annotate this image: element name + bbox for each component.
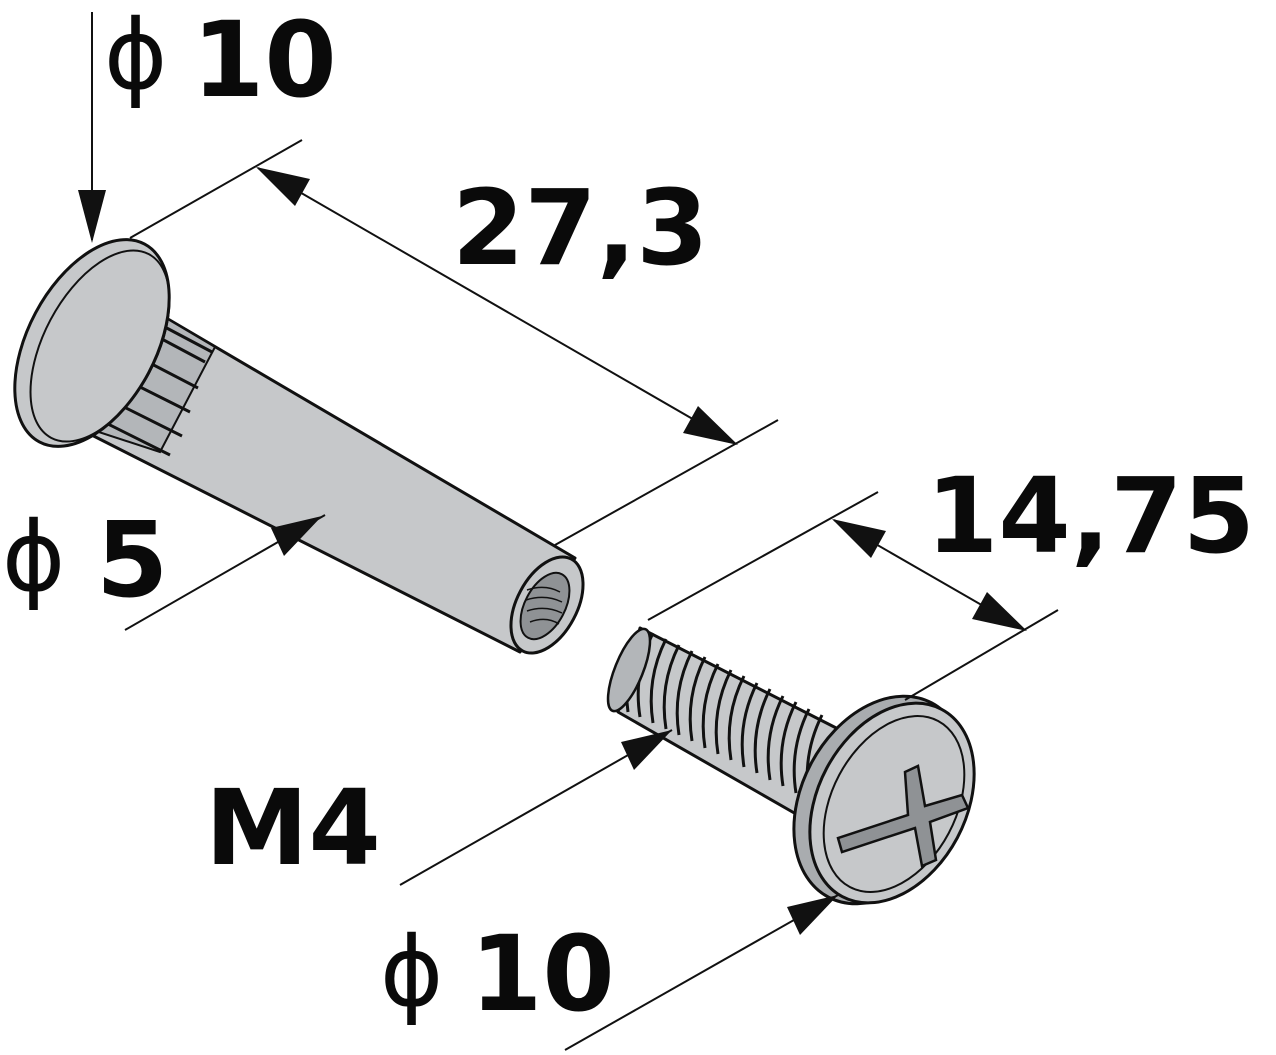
screw-thread-label: M4 — [205, 767, 381, 889]
sleeve-head-diameter-value: 10 — [192, 0, 337, 121]
connector-screw — [606, 626, 976, 906]
dim-sleeve-diameter — [124, 514, 326, 631]
screw-length-label: 14,75 — [926, 455, 1255, 577]
screw-head-rim — [822, 715, 966, 893]
sleeve-length-label: 27,3 — [452, 167, 709, 289]
internal-thread-lines — [525, 586, 563, 625]
screw-head-diameter-value: 10 — [470, 913, 615, 1035]
screw-head-diameter-symbol: ϕ — [380, 916, 443, 1028]
sleeve-diameter-value: 5 — [96, 499, 168, 621]
dim-screw-length — [647, 491, 1059, 701]
sleeve-flange-rim — [29, 249, 171, 443]
cross-recess-icon — [836, 764, 970, 868]
screw-thread-lines — [625, 629, 824, 800]
dim-sleeve-head-diameter — [78, 12, 106, 243]
dim-screw-thread — [399, 729, 673, 886]
sleeve-diameter-symbol: ϕ — [2, 501, 65, 613]
sleeve-head-diameter-symbol: ϕ — [104, 0, 167, 111]
sleeve-nut — [13, 238, 585, 655]
screw-tip — [606, 627, 652, 713]
dim-screw-head-diameter — [564, 894, 839, 1051]
dim-sleeve-length — [129, 139, 779, 546]
